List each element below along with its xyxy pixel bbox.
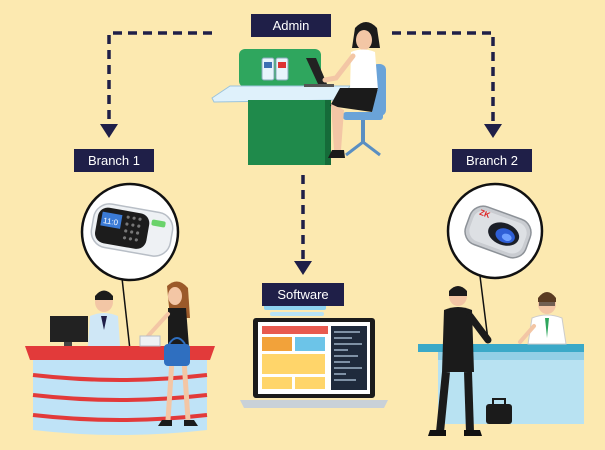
arrow-heads [100, 124, 502, 275]
admin-scene [211, 22, 386, 165]
arrow-admin-to-branch2 [392, 31, 495, 125]
terminal-screen-time: 11:0 [102, 216, 119, 228]
scanner-logo-text: ZK [478, 208, 491, 220]
branch2-label: Branch 2 [452, 149, 532, 172]
arrowhead-software [294, 261, 312, 275]
arrowhead-branch1 [100, 124, 118, 138]
admin-label: Admin [251, 14, 331, 37]
fingerprint-scanner [464, 205, 532, 259]
branch2-scene: ZK [418, 182, 584, 436]
arrow-admin-to-branch1 [107, 31, 212, 125]
branch1-scene: 11:0 [25, 182, 215, 435]
arrows [107, 31, 495, 262]
time-attendance-terminal [90, 203, 174, 257]
software-laptop [240, 304, 388, 408]
software-label: Software [262, 283, 344, 306]
branch1-label: Branch 1 [74, 149, 154, 172]
arrowhead-branch2 [484, 124, 502, 138]
